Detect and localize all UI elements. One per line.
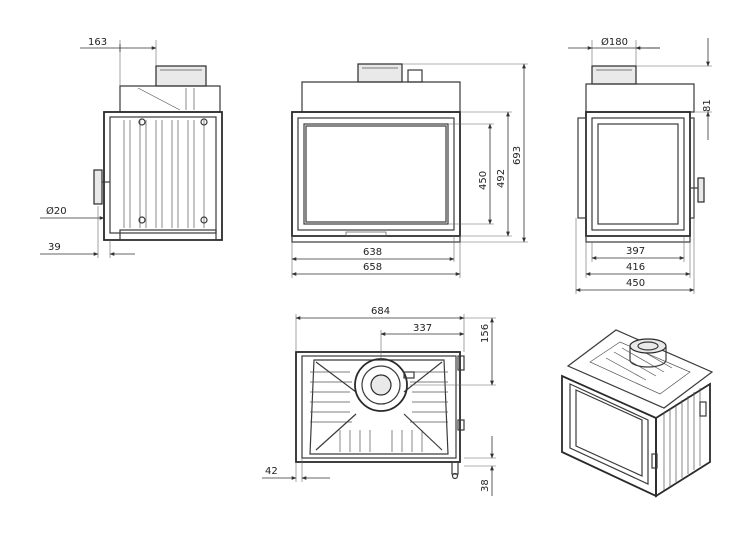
front-view: 638 658 450 492 693 — [291, 63, 528, 278]
side-view-right: Ø180 81 397 416 450 — [568, 36, 713, 294]
dim-d180-label: Ø180 — [601, 36, 628, 48]
dim-81-label: 81 — [702, 99, 713, 112]
dim-156-label: 156 — [480, 324, 491, 343]
dim-39-label: 39 — [48, 242, 61, 253]
dim-638-label: 638 — [363, 247, 382, 258]
top-view: 684 337 156 42 38 — [262, 306, 496, 496]
dim-492-label: 492 — [496, 169, 507, 188]
dim-684-label: 684 — [371, 306, 390, 317]
dim-38-label: 38 — [480, 479, 491, 492]
dim-163-label: 163 — [88, 37, 107, 48]
dim-450b-label: 450 — [626, 278, 645, 289]
dim-693-label: 693 — [512, 146, 523, 165]
side-view-left: 163 Ø20 39 — [40, 37, 223, 258]
dim-658-label: 658 — [363, 262, 382, 273]
dim-42-label: 42 — [265, 466, 278, 477]
dim-416-label: 416 — [626, 262, 645, 273]
dim-450-label: 450 — [478, 171, 489, 190]
dim-d20-label: Ø20 — [46, 205, 67, 217]
isometric-view — [561, 329, 714, 498]
dim-397-label: 397 — [626, 246, 645, 257]
dim-337-label: 337 — [413, 323, 432, 334]
